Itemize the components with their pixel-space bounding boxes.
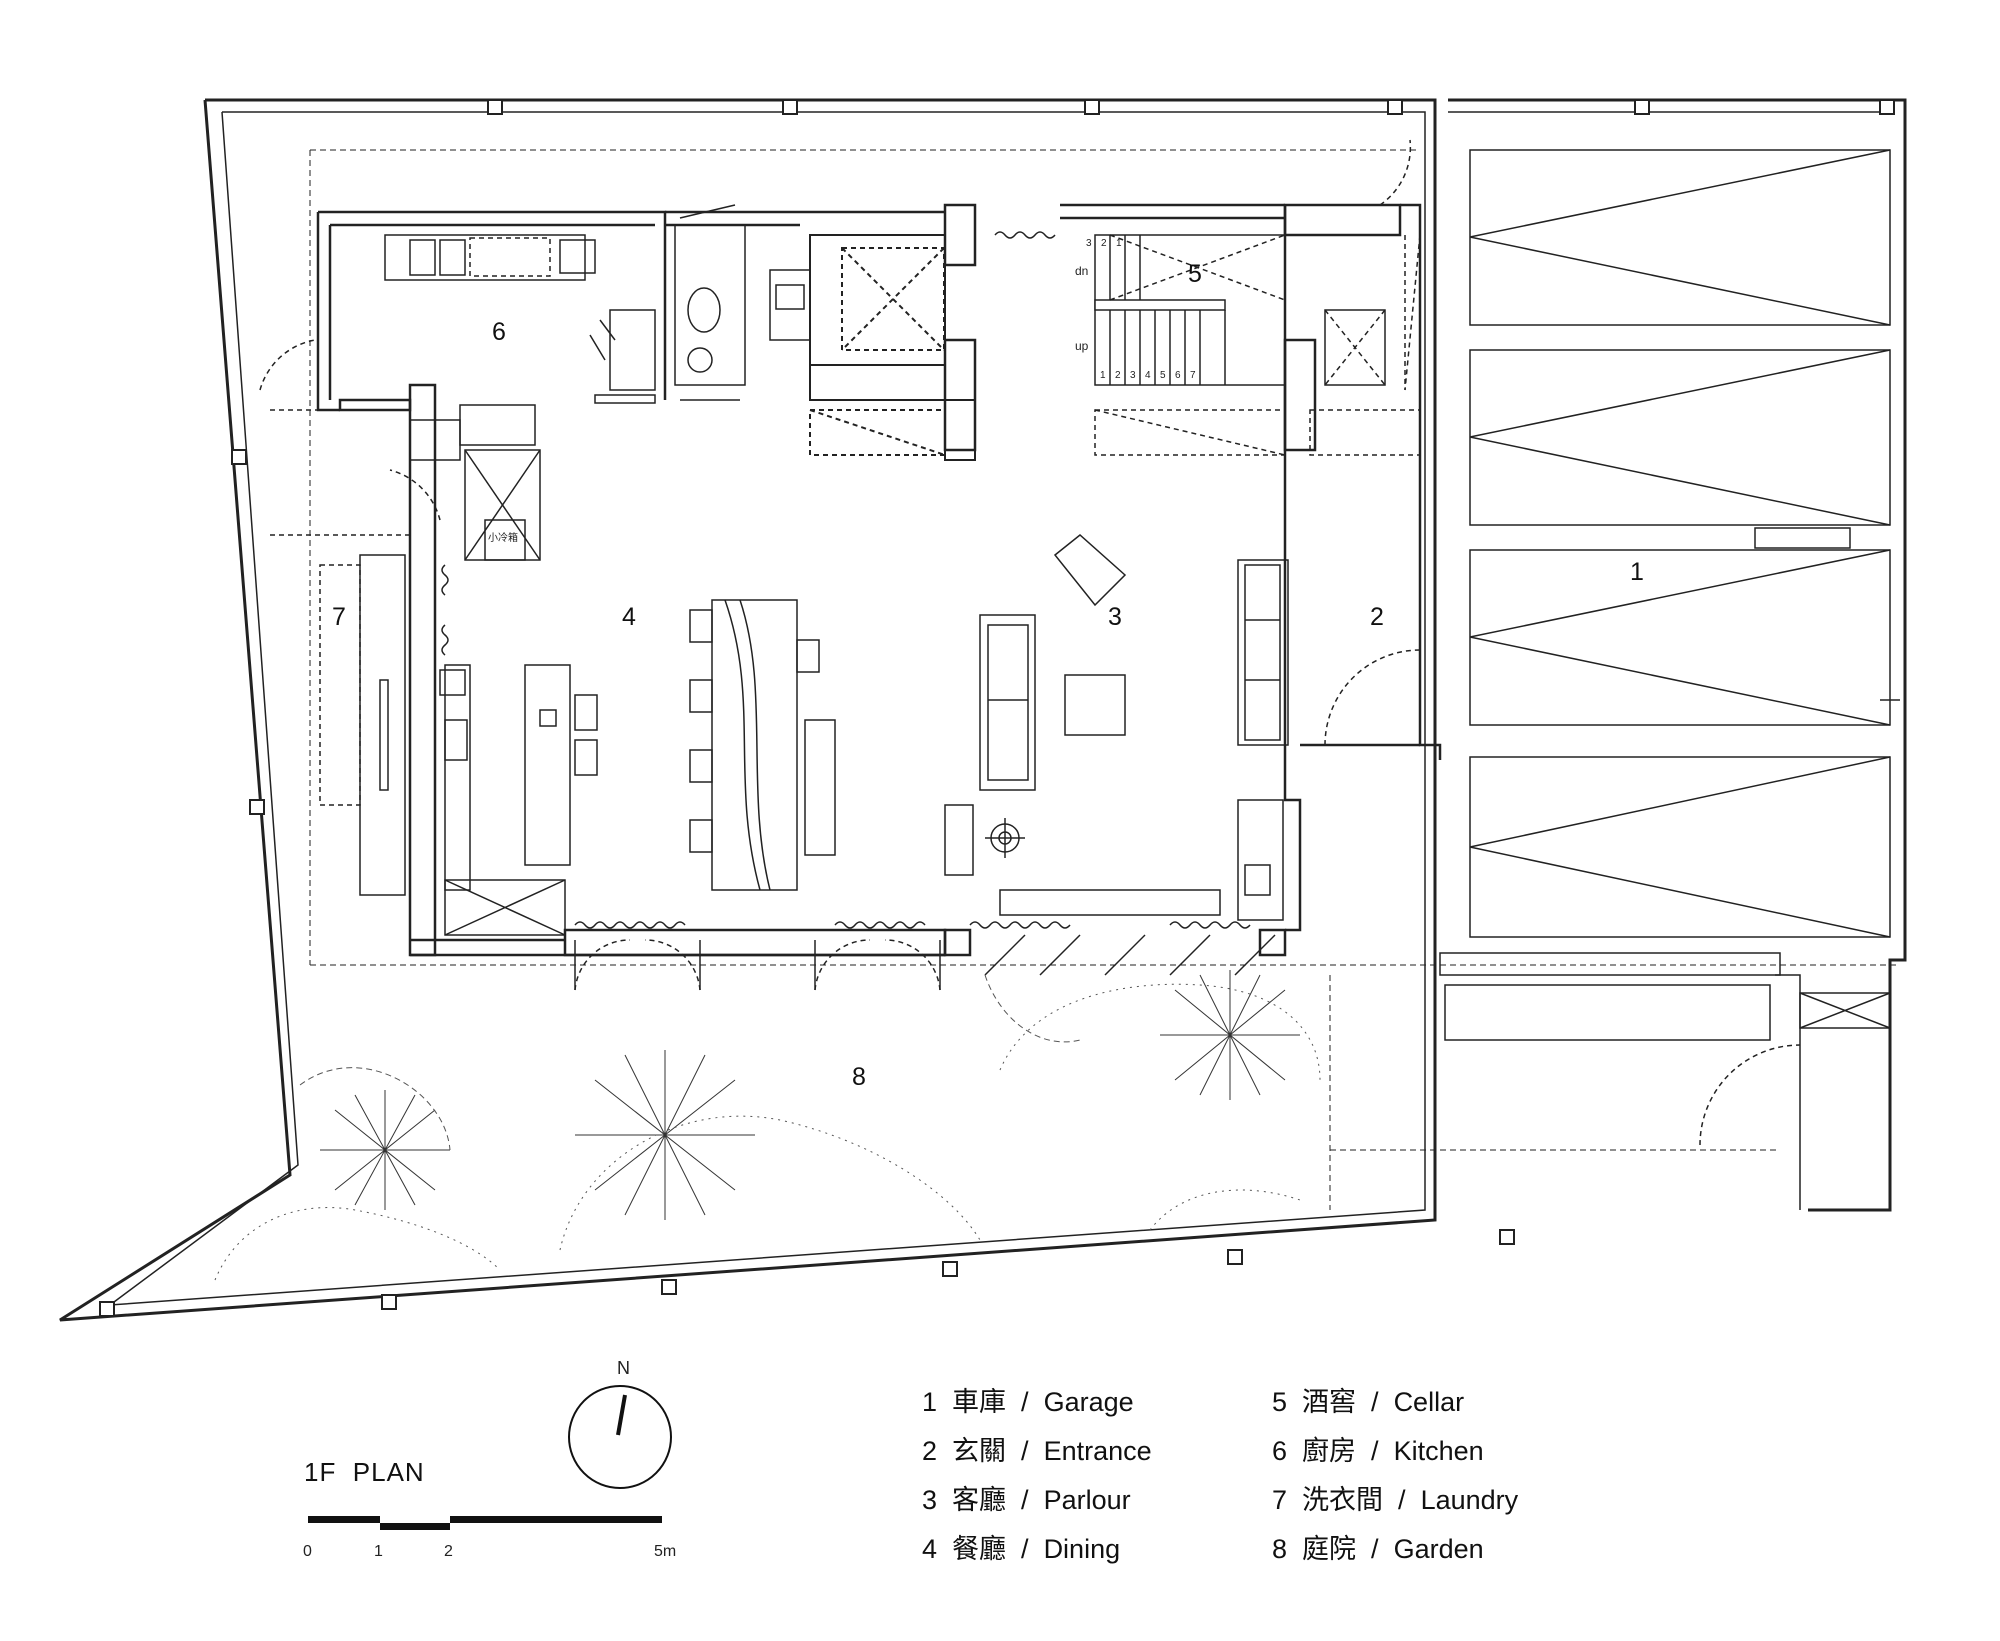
legend-zh: 車庫 (952, 1387, 1007, 1417)
legend-zh: 廚房 (1302, 1436, 1357, 1466)
site-boundary-inner (107, 111, 1426, 1306)
legend-item-kitchen: 6 廚房 / Kitchen (1272, 1436, 1484, 1466)
stair-step-6: 6 (1175, 370, 1181, 381)
garden-boundary-curve (299, 974, 1081, 1151)
legend-num: 3 (922, 1485, 938, 1515)
scale-label-2: 2 (444, 1543, 453, 1560)
legend-item-laundry: 7 洗衣間 / Laundry (1272, 1485, 1519, 1515)
legend-num: 2 (922, 1436, 938, 1466)
legend-item-garden: 8 庭院 / Garden (1272, 1534, 1484, 1564)
room-number-3: 3 (1108, 603, 1122, 631)
stair-step-5: 5 (1160, 370, 1166, 381)
site-boundary (59, 98, 1437, 1322)
curtains (309, 149, 1900, 991)
stair-step-top-1: 1 (1116, 238, 1122, 249)
legend-num: 8 (1272, 1534, 1288, 1564)
room-number-2: 2 (1370, 603, 1384, 631)
legend-zh: 餐廳 (952, 1534, 1007, 1564)
legend-item-cellar: 5 酒窖 / Cellar (1272, 1387, 1465, 1417)
legend-item-dining: 4 餐廳 / Dining (922, 1534, 1121, 1564)
legend-en: Dining (1043, 1534, 1121, 1564)
legend-item-garage: 1 車庫 / Garage (922, 1387, 1134, 1417)
stair-step-top-3: 3 (1086, 238, 1092, 249)
laundry-fixtures (270, 409, 410, 896)
scale-label-1: 1 (374, 1543, 383, 1560)
elevator (809, 234, 976, 461)
legend-item-entrance: 2 玄關 / Entrance (922, 1436, 1152, 1466)
north-label: N (617, 1358, 630, 1378)
room-number-1: 1 (1630, 558, 1644, 586)
legend-num: 7 (1272, 1485, 1288, 1515)
stair-up-label: up (1075, 339, 1089, 353)
scale-bar (308, 1516, 662, 1530)
legend-en: Entrance (1043, 1436, 1152, 1466)
legend-num: 6 (1272, 1436, 1288, 1466)
stair-step-2: 2 (1115, 370, 1121, 381)
stairs (1094, 234, 1421, 456)
legend-item-parlour: 3 客廳 / Parlour (922, 1485, 1131, 1515)
plan-title: 1F PLAN (304, 1457, 425, 1487)
legend-en: Laundry (1420, 1485, 1519, 1515)
legend-en: Kitchen (1393, 1436, 1484, 1466)
north-arrow (568, 1385, 672, 1489)
boundary-posts (99, 99, 1895, 1317)
legend-zh: 洗衣間 (1302, 1485, 1384, 1515)
legend-zh: 酒窖 (1302, 1387, 1357, 1417)
house-walls (316, 112, 1442, 957)
stair-dn-label: dn (1075, 264, 1088, 278)
legend-zh: 客廳 (952, 1485, 1007, 1515)
room-number-5: 5 (1188, 260, 1202, 288)
legend-num: 1 (922, 1387, 938, 1417)
legend-en: Cellar (1393, 1387, 1465, 1417)
room-number-4: 4 (622, 603, 636, 631)
dining-fixtures (439, 599, 836, 936)
fridge-label: 小冷箱 (488, 531, 518, 544)
scale-label-5m: 5m (654, 1543, 676, 1560)
room-number-7: 7 (332, 603, 346, 631)
stair-step-4: 4 (1145, 370, 1151, 381)
legend-zh: 玄關 (952, 1436, 1007, 1466)
legend-num: 4 (922, 1534, 938, 1564)
kitchen-fixtures (384, 234, 656, 561)
room-number-8: 8 (852, 1063, 866, 1091)
legend-en: Garden (1393, 1534, 1484, 1564)
stair-step-7: 7 (1190, 370, 1196, 381)
room-number-6: 6 (492, 318, 506, 346)
stair-step-1: 1 (1100, 370, 1106, 381)
legend-num: 5 (1272, 1387, 1288, 1417)
garage-bays (1329, 149, 1900, 1210)
entrance-door (1324, 649, 1421, 746)
legend-en: Parlour (1043, 1485, 1131, 1515)
scale-label-0: 0 (303, 1543, 312, 1560)
legend-zh: 庭院 (1302, 1534, 1357, 1564)
stair-step-top-2: 2 (1101, 238, 1107, 249)
legend-en: Garage (1043, 1387, 1134, 1417)
wc-fixtures (594, 204, 811, 404)
garage-boundary (1448, 98, 1907, 1212)
door-swings (259, 139, 1412, 521)
parlour-fixtures (944, 534, 1289, 921)
garden-trees (320, 970, 1300, 1220)
garden-foliage (214, 983, 1321, 1281)
stair-step-3: 3 (1130, 370, 1136, 381)
